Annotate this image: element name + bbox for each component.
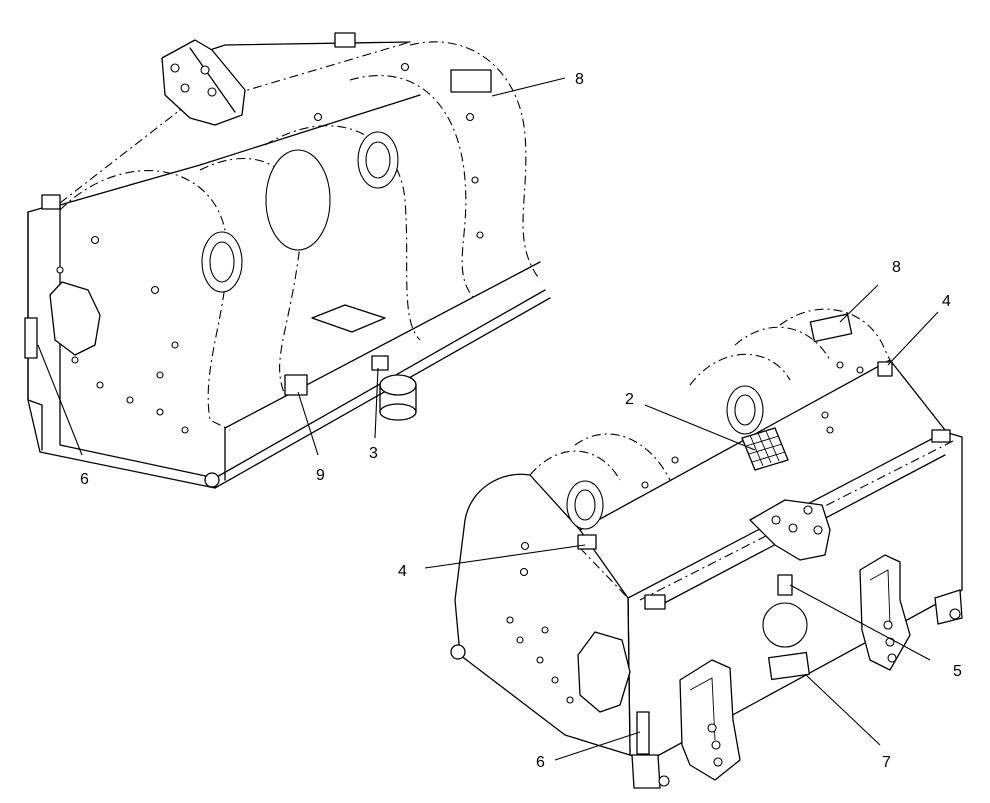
callout-bot-4b: 4 (398, 563, 407, 580)
lower-frame-assembly (450, 308, 963, 789)
callout-top-3: 3 (369, 445, 378, 462)
leader-top-3 (374, 367, 379, 439)
upper-frame-assembly (24, 32, 551, 489)
callout-top-8: 8 (575, 71, 584, 88)
callout-top-6: 6 (80, 471, 89, 488)
leader-bot-6 (554, 731, 641, 761)
leader-top-8 (491, 77, 566, 97)
leader-bot-8 (839, 284, 879, 323)
callout-bot-5: 5 (953, 663, 962, 680)
leader-bot-5 (789, 584, 931, 661)
callout-bot-2: 2 (625, 391, 634, 408)
leader-top-9 (297, 391, 319, 456)
leader-bot-7 (804, 673, 881, 746)
leader-bot-4b (424, 544, 586, 569)
callout-bot-8: 8 (892, 259, 901, 276)
leader-bot-2 (644, 404, 756, 451)
leader-bot-4a (887, 311, 939, 366)
leader-top-6 (37, 344, 83, 456)
callout-top-9: 9 (316, 467, 325, 484)
callout-bot-4a: 4 (942, 293, 951, 310)
callout-bot-6: 6 (536, 754, 545, 771)
callout-bot-7: 7 (882, 754, 891, 771)
